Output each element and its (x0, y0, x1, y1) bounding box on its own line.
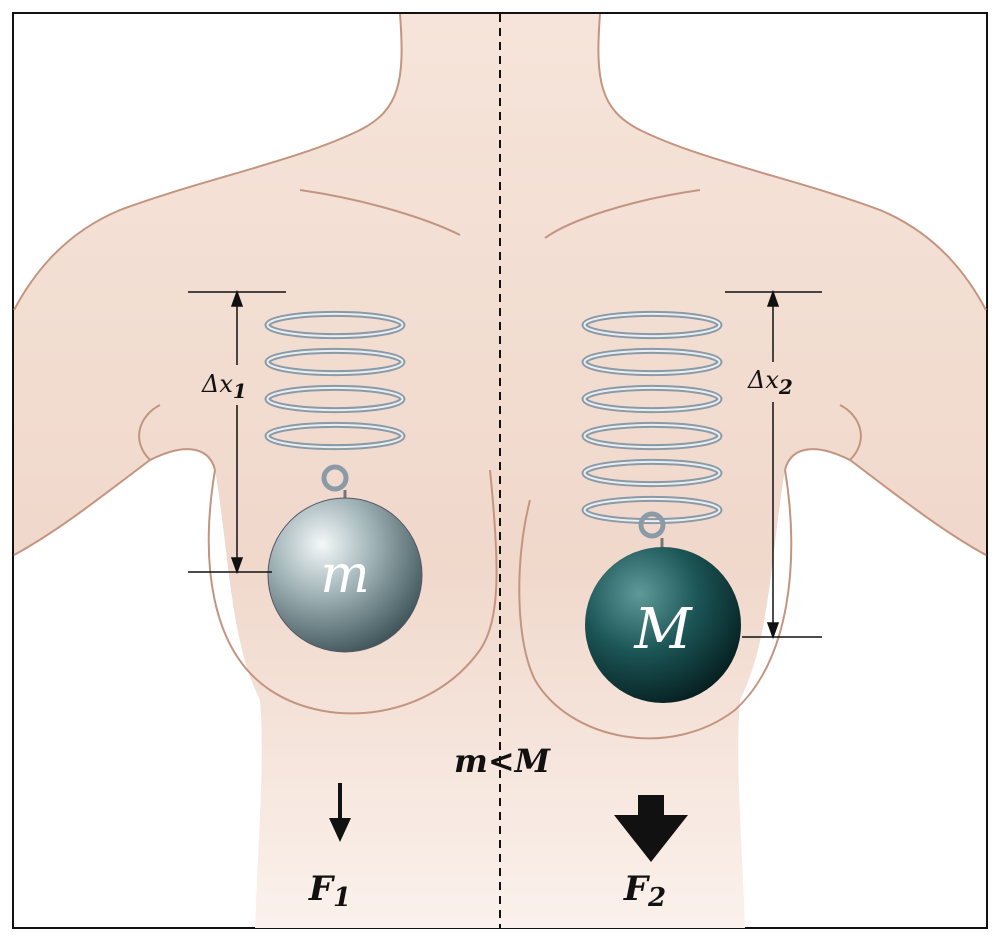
delta-x2-label: Δx2 (747, 366, 793, 399)
spring-ring (321, 464, 349, 492)
spring-coil (266, 349, 404, 375)
spring-coil (266, 423, 404, 449)
force2-arrow (614, 795, 688, 862)
spring-coil (583, 386, 721, 412)
spring-coil (583, 497, 721, 523)
mass-small-ball: m (267, 490, 423, 653)
spring-coil (583, 312, 721, 338)
spring-coil (583, 460, 721, 486)
dimension-right (725, 289, 822, 640)
mass-comparison-label: m<M (454, 742, 552, 780)
dimension-left (188, 289, 286, 575)
delta-x1-label: Δx1 (201, 370, 247, 403)
torso-silhouette (14, 14, 986, 928)
spring-coil (583, 423, 721, 449)
spring-coil (583, 349, 721, 375)
mass-large-label: M (633, 597, 693, 662)
torso-outlines (13, 13, 987, 740)
spring-left (264, 310, 406, 492)
spring-coil (266, 386, 404, 412)
force1-arrow (329, 783, 351, 842)
spring-right (581, 310, 723, 539)
force2-label: F2 (623, 869, 666, 913)
spring-ring (638, 511, 666, 539)
mass-large-ball: M (585, 538, 741, 703)
mass-small-label: m (320, 545, 369, 605)
force1-label: F1 (308, 869, 351, 913)
spring-coil (266, 312, 404, 338)
